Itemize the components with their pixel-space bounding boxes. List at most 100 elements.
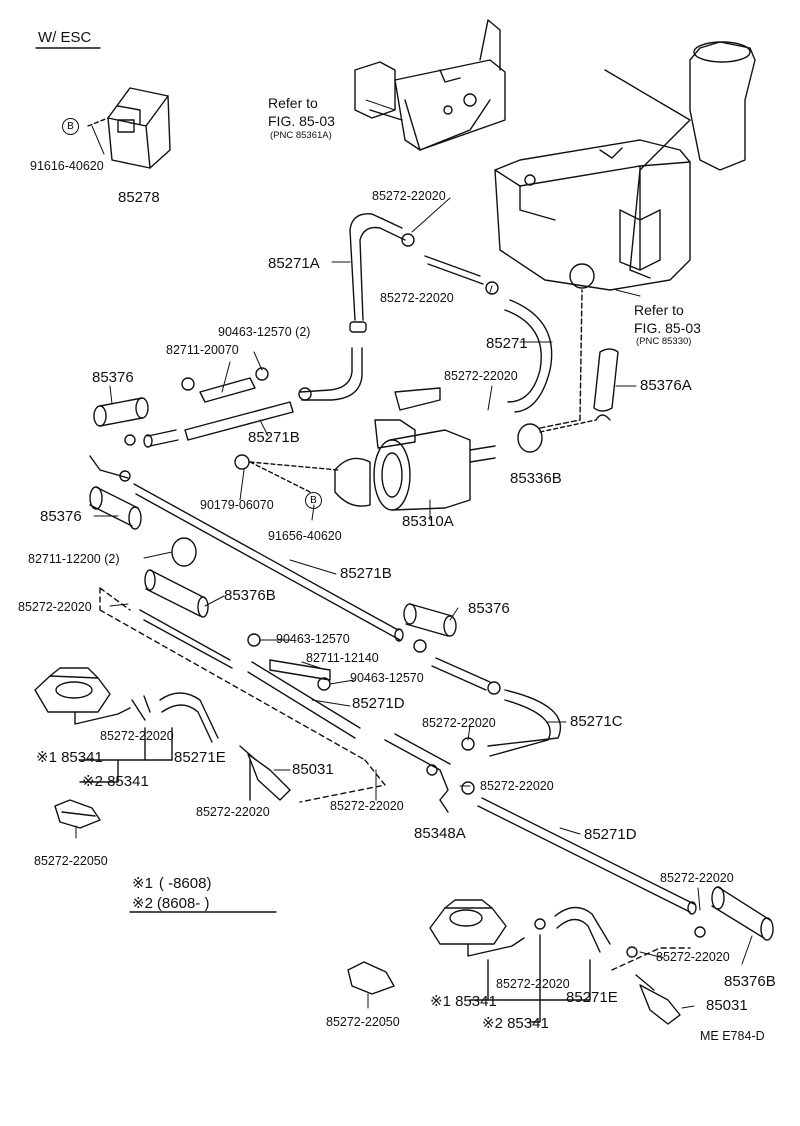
clamp-label-f: 85272-22020 — [100, 729, 174, 743]
footer-code: ME E784-D — [700, 1029, 765, 1043]
part-85376B-2: 85376B — [724, 973, 776, 990]
pump-85310A-drawing — [334, 387, 496, 511]
header-title: W/ ESC — [38, 29, 92, 46]
hose-tee-upper — [89, 455, 129, 479]
part-85341-1: ※1 85341 — [36, 749, 103, 766]
hose-85271B-upper — [184, 401, 294, 441]
hose-85271A-lower — [299, 347, 363, 401]
clamp-label-a: 85272-22020 — [372, 189, 446, 203]
part-85341-2: ※2 85341 — [82, 773, 149, 790]
clip-82711-20070 — [199, 377, 256, 403]
clamp-label-l: 85272-22020 — [496, 977, 570, 991]
part-91656-40620: 91656-40620 — [268, 529, 342, 543]
hose-85271D-mid — [247, 661, 361, 739]
part-85376A: 85376A — [640, 377, 692, 394]
clip-85272-22050-lower — [347, 961, 395, 995]
part-85271E-1: 85271E — [174, 749, 226, 766]
leader-85341-lower — [469, 999, 591, 1023]
refer-right-line1: Refer to — [634, 302, 684, 318]
hose-85376-1-end — [93, 405, 107, 427]
hose-85271C — [487, 689, 562, 757]
dash-guide-left — [99, 587, 366, 761]
clamp-label-h: 85272-22020 — [330, 799, 404, 813]
part-85271B-2: 85271B — [340, 565, 392, 582]
part-85348A: 85348A — [414, 825, 466, 842]
hose-85271B-long — [133, 483, 401, 641]
clamp-label-e: 85272-22020 — [422, 716, 496, 730]
part-82711-12140: 82711-12140 — [306, 651, 379, 665]
reservoir-85341-left — [34, 667, 131, 725]
part-85376-3: 85376 — [468, 600, 510, 617]
hose-85376-3-end — [403, 603, 417, 625]
grommet-90179 — [234, 454, 250, 470]
washer-tank-drawing — [494, 41, 756, 291]
pipe-small — [424, 255, 484, 285]
hose-85376A — [593, 348, 619, 412]
part-90463-12570-2: 90463-12570 (2) — [218, 325, 311, 339]
clamp-top-2 — [485, 281, 499, 295]
part-85341-4: ※2 85341 — [482, 1015, 549, 1032]
hose-85376B-1-end — [144, 569, 156, 591]
clamp-label-g: 85272-22020 — [196, 805, 270, 819]
part-85272-22050-1: 85272-22050 — [34, 854, 108, 868]
clamp-top-1 — [401, 233, 415, 247]
part-85271-top: 85271 — [486, 335, 528, 352]
refer-top-line3: (PNC 85361A) — [270, 130, 332, 141]
part-85376B-1: 85376B — [224, 587, 276, 604]
legend-row-2: ※2(8608- ) — [132, 895, 210, 912]
hose-85271A-clamp — [349, 321, 367, 333]
hose-85271D-long — [477, 797, 695, 913]
clamp-label-k: 85272-22020 — [656, 950, 730, 964]
clamp-label-d: 85272-22020 — [18, 600, 92, 614]
hose-85376-1 — [99, 397, 143, 427]
part-85271C: 85271C — [570, 713, 623, 730]
hose-85271A-drawing — [349, 213, 406, 321]
clamp-label-b: 85272-22020 — [380, 291, 454, 305]
part-85031-1: 85031 — [292, 761, 334, 778]
joint-85348A — [384, 733, 451, 801]
reservoir-85341-lower — [429, 899, 525, 957]
leader-lines — [75, 99, 753, 1009]
refer-right-line3: (PNC 85330) — [636, 336, 692, 347]
part-85271A: 85271A — [268, 255, 320, 272]
legend-row-1: ※1( -8608) — [132, 875, 212, 892]
leader-85341-left — [79, 759, 173, 783]
hose-85271E-left — [159, 692, 219, 743]
clamp-label-i: 85272-22020 — [480, 779, 554, 793]
hose-85271E-lower — [554, 906, 611, 953]
part-85376-1: 85376 — [92, 369, 134, 386]
hose-85271-drawing — [504, 299, 553, 413]
fitting-85031-left — [247, 753, 291, 801]
refer-top-line2: FIG. 85-03 — [268, 113, 335, 129]
part-85271D-1: 85271D — [352, 695, 405, 712]
hose-85376B-lower — [139, 609, 233, 669]
part-90463-12570-b: 90463-12570 — [350, 671, 424, 685]
clamp-label-j: 85272-22020 — [660, 871, 734, 885]
grommet-85336B — [517, 423, 543, 453]
circle-marker-b-2: B — [305, 492, 322, 509]
refer-top-line1: Refer to — [268, 95, 318, 111]
bracket-drawing — [354, 19, 506, 151]
clamp-82711-12200 — [171, 537, 197, 567]
part-90179-06070: 90179-06070 — [200, 498, 274, 512]
part-91616-40620: 91616-40620 — [30, 159, 104, 173]
nipple-right — [431, 657, 491, 691]
part-85272-22050-2: 85272-22050 — [326, 1015, 400, 1029]
part-82711-20070: 82711-20070 — [166, 343, 239, 357]
part-85310A: 85310A — [402, 513, 454, 530]
part-85278: 85278 — [118, 189, 160, 206]
part-85341-3: ※1 85341 — [430, 993, 497, 1010]
fitting-85031-lower — [639, 984, 681, 1025]
part-82711-12200-2: 82711-12200 (2) — [28, 552, 120, 566]
control-box-85278-drawing — [87, 87, 171, 169]
clamp-label-c: 85272-22020 — [444, 369, 518, 383]
part-85271D-2: 85271D — [584, 826, 637, 843]
part-85271E-2: 85271E — [566, 989, 618, 1006]
part-85336B: 85336B — [510, 470, 562, 487]
part-85031-2: 85031 — [706, 997, 748, 1014]
part-90463-12570-a: 90463-12570 — [276, 632, 350, 646]
dash-guide-right — [611, 947, 691, 971]
part-85376-2: 85376 — [40, 508, 82, 525]
